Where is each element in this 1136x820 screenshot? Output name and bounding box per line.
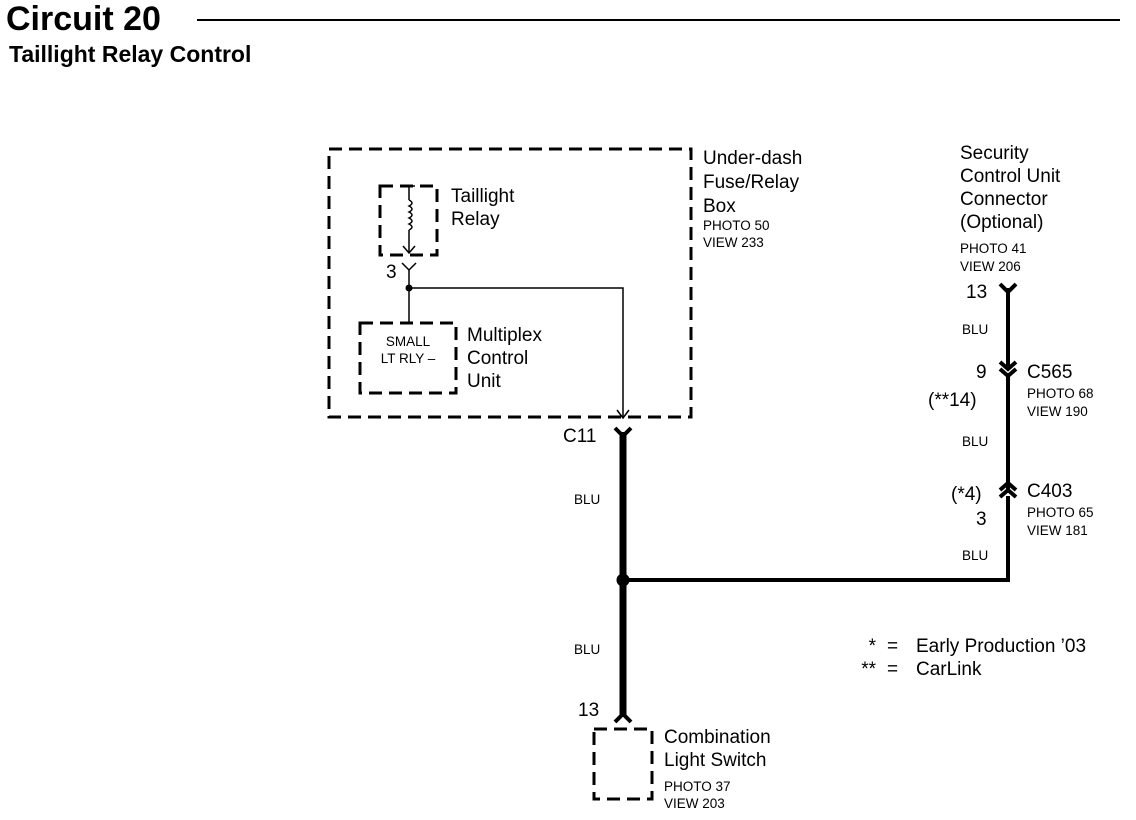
wire-color-right-low: BLU [962, 548, 988, 563]
page-title: Circuit 20 [6, 0, 161, 38]
mcu-name-3: Unit [467, 371, 502, 392]
fuse-box-name-1: Under-dash [703, 148, 802, 169]
switch-pin-13: 13 [578, 700, 599, 721]
fuse-box-name-3: Box [703, 196, 736, 217]
security-view: VIEW 206 [960, 259, 1021, 274]
legend: * = Early Production ’03 ** = CarLink [861, 636, 1086, 680]
fuse-box-name-2: Fuse/Relay [703, 172, 800, 193]
wire-color-right-top: BLU [962, 322, 988, 337]
relay-pin-3: 3 [386, 262, 397, 283]
c565-alt-pin: (**14) [928, 390, 977, 411]
c403-alt-pin: (*4) [951, 484, 982, 505]
switch-connector-icon [613, 711, 633, 724]
relay-name-2: Relay [451, 209, 500, 230]
legend-eq-2: = [887, 659, 898, 680]
wire-color-right-mid: BLU [962, 434, 988, 449]
light-switch-outline [592, 727, 654, 801]
switch-view: VIEW 203 [664, 796, 725, 811]
security-name-3: Connector [960, 189, 1048, 210]
mcu-name-2: Control [467, 348, 528, 369]
switch-name-2: Light Switch [664, 750, 766, 771]
relay-coil-icon [402, 185, 416, 255]
wire-color-left-upper: BLU [574, 492, 600, 507]
fuse-box-view: VIEW 233 [703, 235, 764, 250]
relay-name-1: Taillight [451, 186, 515, 207]
relay-to-c11-wire [409, 287, 624, 418]
page-subtitle: Taillight Relay Control [9, 41, 251, 67]
c11-label: C11 [563, 426, 596, 447]
mcu-inner-1: SMALL [386, 334, 431, 349]
internal-arrow-icon [616, 409, 630, 420]
legend-text-1: Early Production ’03 [916, 636, 1086, 657]
c565-photo: PHOTO 68 [1027, 386, 1094, 401]
mcu-inner-2: LT RLY – [381, 351, 436, 366]
relay-pin-connector-icon [401, 262, 417, 272]
mcu-name-1: Multiplex [467, 325, 542, 346]
right-return-wire [623, 496, 1010, 582]
c565-pin-9: 9 [976, 362, 987, 383]
switch-name-1: Combination [664, 727, 771, 748]
fuse-box-photo: PHOTO 50 [703, 218, 770, 233]
legend-symbol-2: ** [861, 659, 876, 680]
security-name-2: Control Unit [960, 166, 1061, 187]
mcu-outline [358, 321, 458, 395]
security-name-4: (Optional) [960, 212, 1043, 233]
legend-eq-1: = [887, 636, 898, 657]
fuse-relay-box-outline [327, 147, 693, 419]
c565-view: VIEW 190 [1027, 404, 1088, 419]
c403-pin-3: 3 [976, 509, 987, 530]
c565-label: C565 [1027, 362, 1072, 383]
c403-view: VIEW 181 [1027, 523, 1088, 538]
security-photo: PHOTO 41 [960, 241, 1027, 256]
security-name-1: Security [960, 143, 1029, 164]
wire-color-left-lower: BLU [574, 642, 600, 657]
security-pin-13: 13 [966, 282, 987, 303]
c403-photo: PHOTO 65 [1027, 505, 1094, 520]
switch-photo: PHOTO 37 [664, 779, 731, 794]
c403-connector-icon [998, 480, 1018, 499]
legend-symbol-1: * [869, 636, 877, 657]
legend-text-2: CarLink [916, 659, 982, 680]
c403-label: C403 [1027, 481, 1072, 502]
